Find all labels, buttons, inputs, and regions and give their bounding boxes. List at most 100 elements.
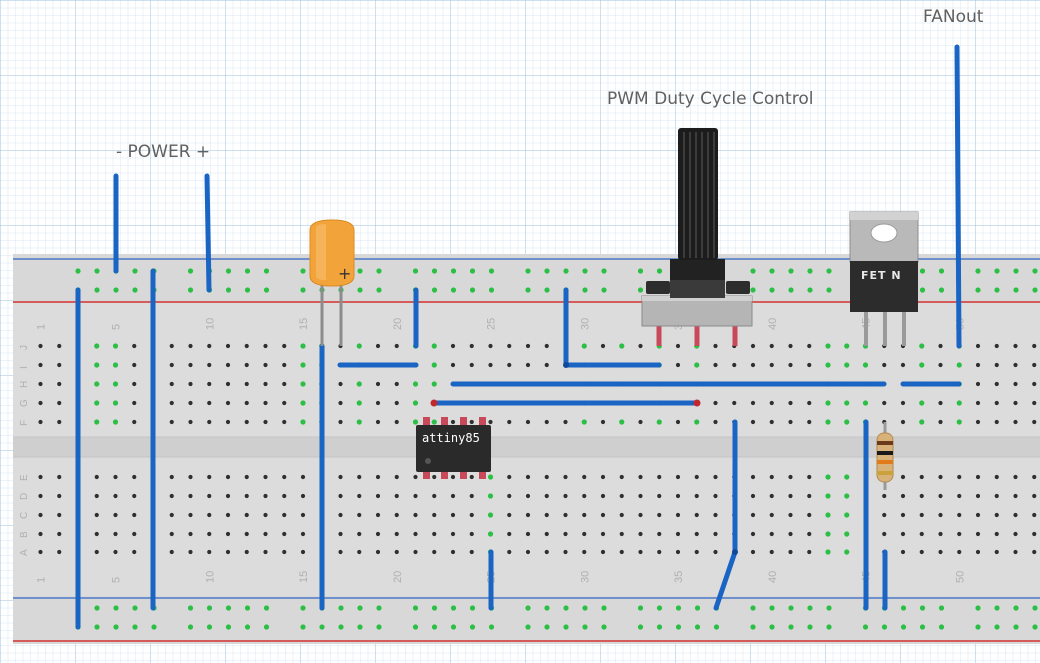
breadboard-hole bbox=[600, 512, 606, 518]
breadboard-hole bbox=[994, 287, 1000, 293]
breadboard-hole bbox=[263, 531, 268, 537]
breadboard-hole bbox=[900, 531, 906, 537]
breadboard-hole bbox=[38, 343, 43, 349]
breadboard-hole bbox=[413, 474, 418, 480]
breadboard-hole bbox=[750, 549, 756, 555]
breadboard-hole bbox=[94, 419, 100, 425]
breadboard-hole bbox=[544, 531, 549, 537]
breadboard-hole bbox=[750, 531, 756, 537]
breadboard-hole bbox=[357, 287, 363, 293]
breadboard-hole bbox=[412, 605, 419, 611]
breadboard-hole bbox=[600, 531, 606, 537]
breadboard-hole bbox=[169, 419, 174, 425]
breadboard-hole bbox=[844, 512, 850, 518]
fanout-label: FANout bbox=[923, 7, 984, 27]
breadboard-hole bbox=[807, 343, 812, 349]
breadboard-hole bbox=[357, 605, 363, 611]
breadboard-hole bbox=[394, 474, 399, 480]
breadboard-hole bbox=[619, 549, 624, 555]
row-letter: A bbox=[19, 549, 30, 556]
breadboard-hole bbox=[788, 343, 793, 349]
breadboard-hole bbox=[788, 549, 793, 555]
breadboard-hole bbox=[244, 419, 249, 425]
breadboard-hole bbox=[600, 419, 606, 425]
breadboard-hole bbox=[132, 287, 138, 293]
breadboard-hole bbox=[1032, 419, 1037, 425]
breadboard-hole bbox=[600, 474, 606, 480]
breadboard-hole bbox=[151, 624, 157, 630]
breadboard-hole bbox=[394, 343, 399, 349]
breadboard-hole bbox=[919, 531, 924, 537]
breadboard-hole bbox=[600, 493, 606, 499]
breadboard-hole bbox=[769, 549, 774, 555]
breadboard-hole bbox=[132, 493, 137, 499]
breadboard-hole bbox=[300, 362, 306, 368]
breadboard-hole bbox=[581, 343, 587, 349]
row-letter: I bbox=[19, 366, 30, 369]
breadboard-hole bbox=[1013, 343, 1018, 349]
breadboard-hole bbox=[188, 493, 193, 499]
breadboard-hole bbox=[938, 419, 943, 425]
column-number: 20 bbox=[392, 318, 404, 330]
breadboard-hole bbox=[244, 362, 249, 368]
breadboard-hole bbox=[244, 400, 249, 406]
breadboard-hole bbox=[750, 512, 756, 518]
breadboard-hole bbox=[338, 549, 343, 555]
breadboard-hole bbox=[432, 531, 437, 537]
breadboard-hole bbox=[469, 474, 474, 480]
breadboard-hole bbox=[300, 474, 306, 480]
column-number: 30 bbox=[579, 318, 591, 330]
breadboard-hole bbox=[994, 512, 999, 518]
breadboard-hole bbox=[694, 474, 699, 480]
breadboard-hole bbox=[769, 268, 775, 274]
breadboard-hole bbox=[225, 531, 231, 537]
breadboard-hole bbox=[450, 624, 457, 630]
breadboard-hole bbox=[694, 605, 701, 611]
center-channel bbox=[13, 437, 1040, 457]
breadboard-hole bbox=[900, 493, 906, 499]
breadboard-hole bbox=[994, 268, 1000, 274]
breadboard-hole bbox=[507, 419, 512, 425]
breadboard-hole bbox=[112, 362, 119, 368]
breadboard-hole bbox=[113, 624, 119, 630]
breadboard-hole bbox=[300, 419, 306, 425]
breadboard-hole bbox=[244, 287, 251, 293]
breadboard-hole bbox=[507, 343, 512, 349]
breadboard-hole bbox=[188, 362, 193, 368]
column-number: 5 bbox=[111, 324, 123, 330]
breadboard-hole bbox=[525, 549, 531, 555]
breadboard-hole bbox=[169, 512, 174, 518]
breadboard-hole bbox=[244, 512, 249, 518]
breadboard-hole bbox=[394, 531, 399, 537]
breadboard-hole bbox=[263, 549, 268, 555]
breadboard-hole bbox=[900, 400, 906, 406]
breadboard-hole bbox=[412, 381, 419, 387]
breadboard-hole bbox=[769, 493, 774, 499]
breadboard-hole bbox=[769, 343, 774, 349]
breadboard-hole bbox=[207, 400, 212, 406]
breadboard-hole bbox=[563, 512, 568, 518]
column-number: 5 bbox=[111, 577, 123, 583]
breadboard-hole bbox=[750, 268, 756, 274]
breadboard-hole bbox=[732, 362, 737, 368]
breadboard-hole bbox=[263, 381, 268, 387]
breadboard-hole bbox=[469, 624, 476, 630]
breadboard-hole bbox=[300, 624, 306, 630]
breadboard-hole bbox=[469, 343, 474, 349]
breadboard-hole bbox=[375, 549, 381, 555]
breadboard-hole bbox=[844, 362, 850, 368]
breadboard-hole bbox=[450, 419, 456, 425]
breadboard-hole bbox=[263, 343, 268, 349]
breadboard-hole bbox=[469, 493, 474, 499]
breadboard-hole bbox=[825, 362, 831, 368]
breadboard-hole bbox=[938, 512, 943, 518]
breadboard-hole bbox=[188, 419, 193, 425]
breadboard-hole bbox=[525, 268, 531, 274]
breadboard-hole bbox=[300, 287, 306, 293]
breadboard-hole bbox=[394, 512, 399, 518]
breadboard-hole bbox=[432, 474, 437, 480]
breadboard-hole bbox=[825, 419, 831, 425]
breadboard-hole bbox=[412, 268, 419, 274]
breadboard-hole bbox=[807, 287, 813, 293]
breadboard-hole bbox=[525, 493, 531, 499]
